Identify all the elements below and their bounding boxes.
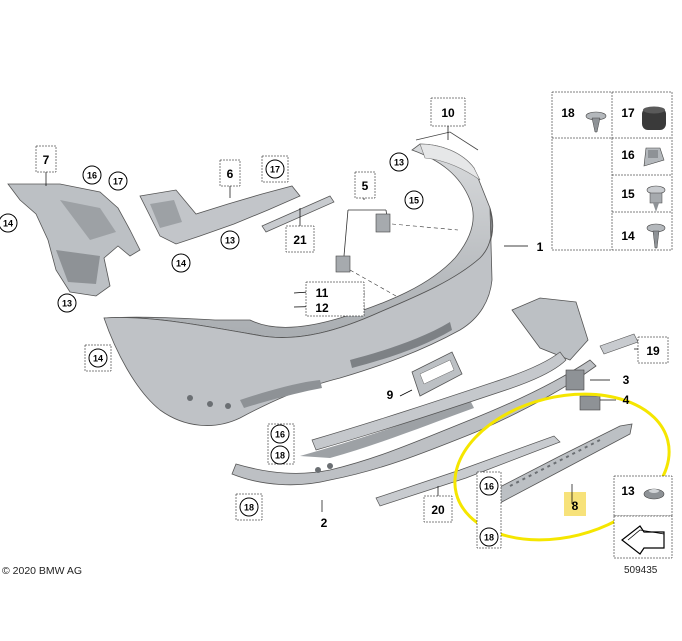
label-5: 5 [362, 179, 369, 193]
label-9: 9 [387, 388, 394, 402]
nut-13-icon [643, 488, 665, 500]
copyright-text: © 2020 BMW AG [2, 565, 83, 577]
label-4: 4 [623, 393, 630, 407]
clip-18-icon [585, 111, 607, 133]
label-19: 19 [646, 344, 660, 358]
callout-13-a: 13 [394, 158, 404, 168]
callout-16-a: 16 [87, 171, 97, 181]
callout-16-c: 16 [484, 482, 494, 492]
label-20: 20 [431, 503, 445, 517]
label-7: 7 [43, 153, 50, 167]
legend-17: 17 [621, 106, 635, 120]
label-3: 3 [623, 373, 630, 387]
legend-16: 16 [621, 148, 635, 162]
legend-14: 14 [621, 229, 635, 243]
label-8: 8 [572, 499, 579, 513]
callout-18-c: 18 [484, 533, 494, 543]
mid-bracket [139, 185, 301, 245]
callout-15: 15 [409, 196, 419, 206]
callout-17-a: 17 [113, 177, 123, 187]
license-bracket [411, 351, 463, 397]
label-21: 21 [293, 233, 307, 247]
trim-strip [261, 195, 335, 233]
label-6: 6 [227, 167, 234, 181]
direction-arrow-icon [621, 525, 665, 555]
fastener-callouts: 13 13 13 14 14 14 15 16 16 16 17 17 18 [0, 152, 502, 549]
callout-17-b: 17 [270, 165, 280, 175]
label-11: 11 [316, 286, 329, 300]
screw-14-icon [646, 223, 666, 249]
callout-14-c: 14 [93, 354, 103, 364]
callout-14-a: 14 [3, 219, 13, 229]
left-side-bracket [7, 183, 141, 297]
callout-13-b: 13 [225, 236, 235, 246]
fastener-legend: 18 17 16 15 14 13 [551, 91, 673, 559]
label-2: 2 [321, 516, 328, 530]
grommet-17-icon [642, 106, 666, 130]
label-10: 10 [441, 106, 455, 120]
callout-13-c: 13 [62, 299, 72, 309]
nut-clip-16-icon [643, 147, 665, 167]
callout-16-b: 16 [275, 430, 285, 440]
callout-14-b: 14 [176, 259, 186, 269]
highlight-ellipse [453, 392, 671, 542]
rear-diffuser-upper [311, 297, 639, 451]
legend-13: 13 [621, 484, 635, 498]
legend-18: 18 [561, 106, 575, 120]
screw-15-icon [646, 185, 666, 212]
lower-strip [375, 435, 561, 507]
part-labels: 10 1 2 3 4 5 6 7 8 9 11 12 19 20 21 [35, 97, 669, 530]
label-1: 1 [537, 240, 544, 254]
label-12: 12 [315, 301, 329, 315]
trim-part-8 [453, 392, 671, 542]
bumper-cover [103, 131, 494, 426]
callout-18-a: 18 [275, 451, 285, 461]
reference-number: 509435 [624, 565, 658, 576]
callout-18-b: 18 [244, 503, 254, 513]
legend-15: 15 [621, 187, 635, 201]
